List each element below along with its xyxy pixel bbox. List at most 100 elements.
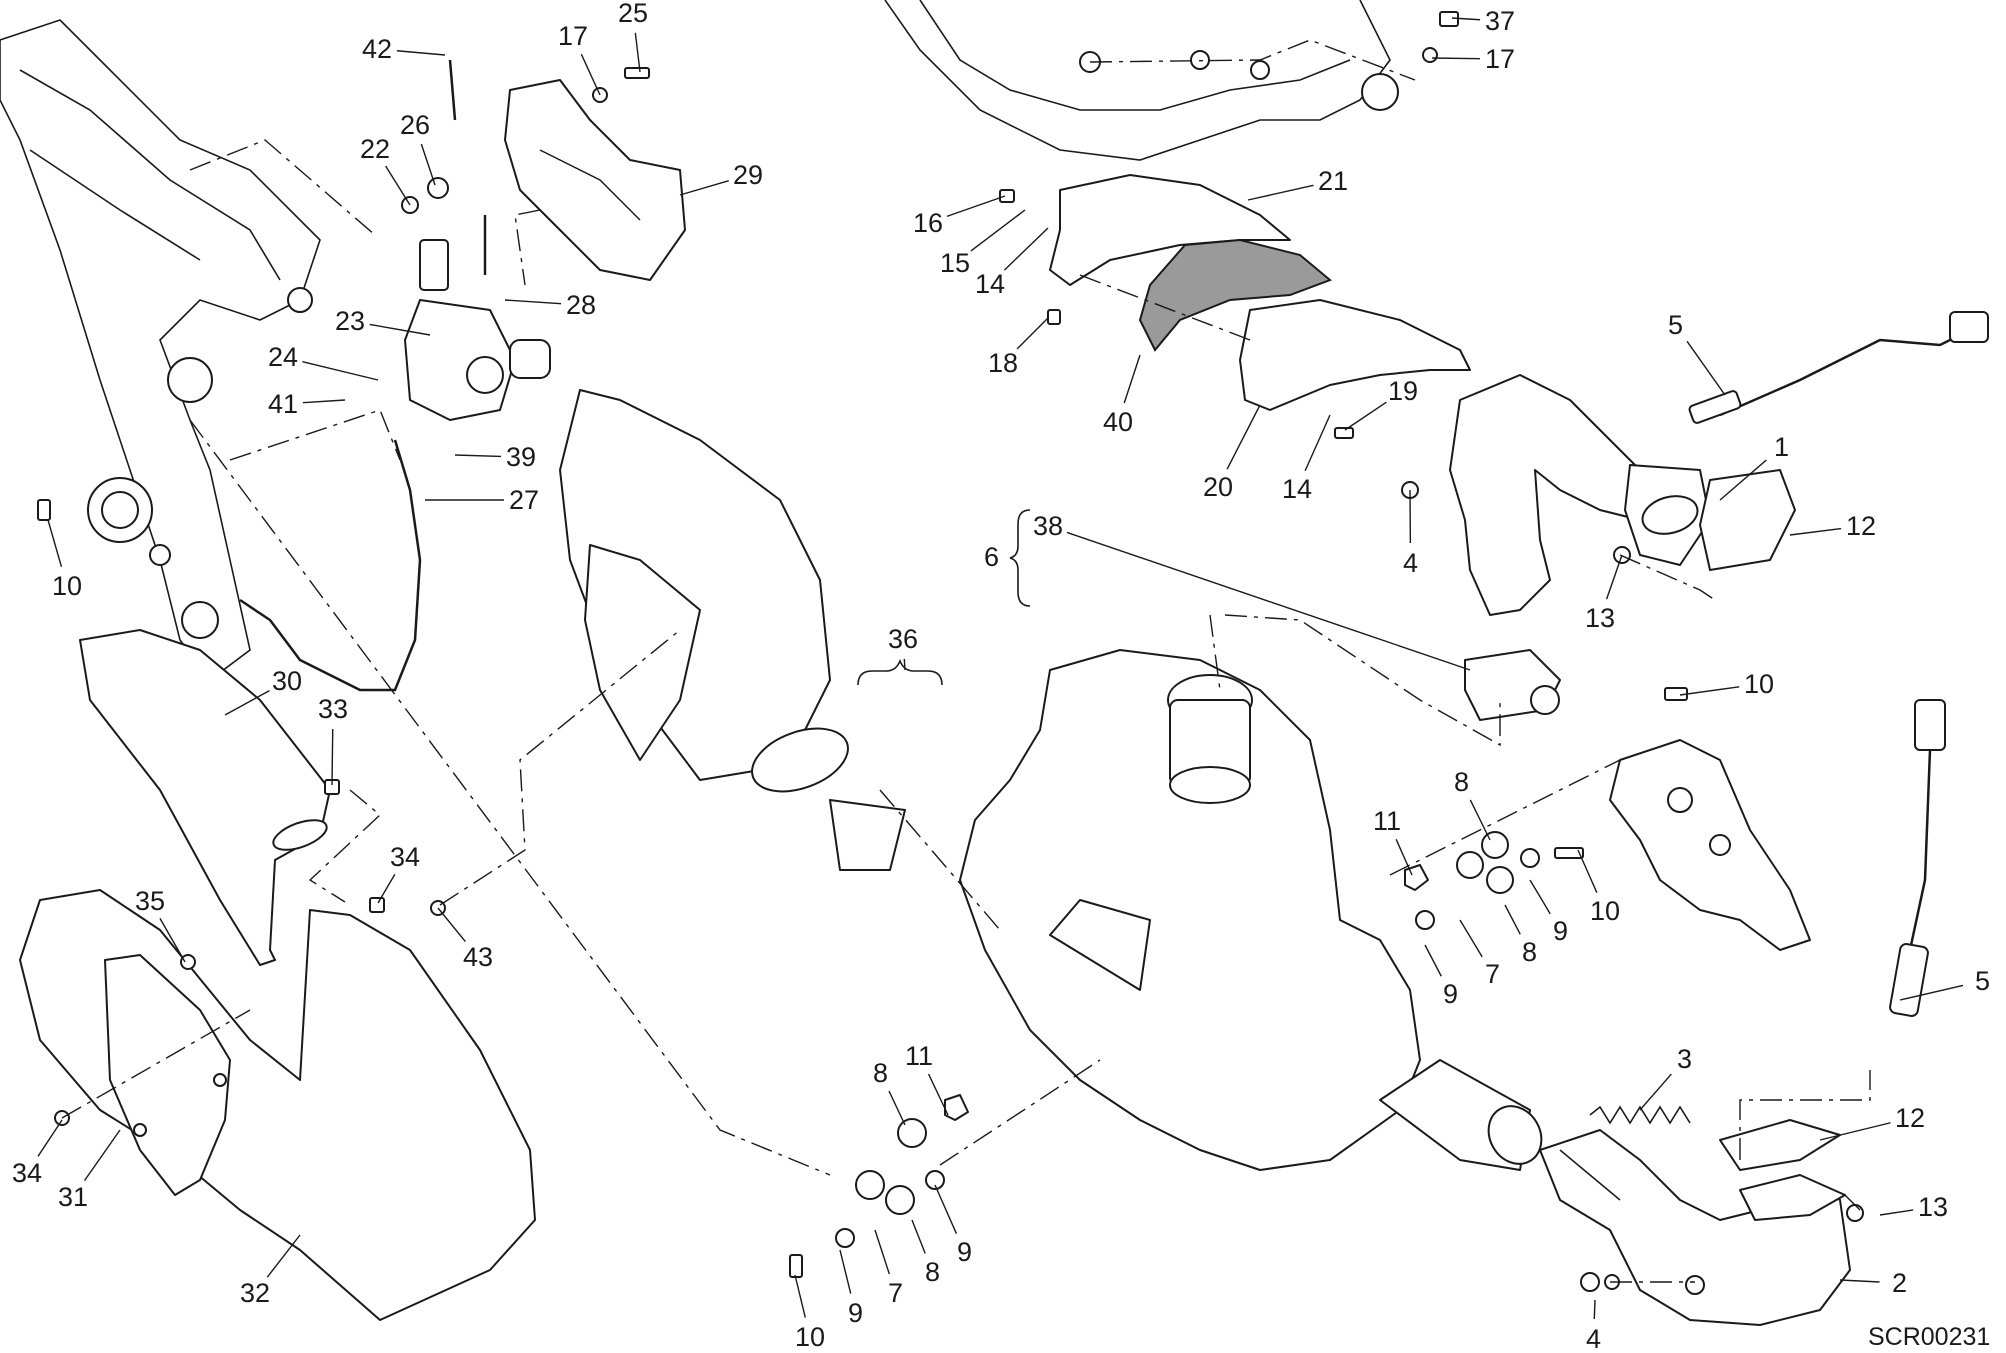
lambda-sensor-5-lower (1889, 699, 1946, 1017)
heat-shield-31 (104, 954, 231, 1196)
leader-line-c32 (266, 1234, 301, 1278)
callout-label-c7a: 7 (1485, 959, 1500, 989)
leader-line-c8c (888, 1090, 906, 1126)
leader-line-c31 (83, 1129, 121, 1182)
leader-line-c19 (1344, 401, 1387, 431)
callout-label-c14a: 14 (975, 269, 1005, 299)
leader-line-c10b (1679, 686, 1740, 696)
callout-label-c8c: 8 (873, 1058, 888, 1088)
leader-line-c1 (1719, 459, 1767, 501)
callout-label-c16: 16 (913, 208, 943, 238)
leader-line-c10d (794, 1274, 806, 1318)
callout-label-c20: 20 (1203, 472, 1233, 502)
heat-shield-29 (504, 79, 686, 281)
leader-line-c16 (946, 195, 1006, 218)
callout-label-c28: 28 (566, 290, 596, 320)
leader-line-c24 (302, 361, 379, 381)
leader-line-c23 (369, 323, 431, 336)
leader-line-c42 (396, 50, 446, 56)
rear-bracket (1609, 739, 1811, 951)
callout-label-c9c: 9 (957, 1237, 972, 1267)
leader-line-c2 (1839, 1279, 1880, 1283)
callout-label-c9a: 9 (1553, 916, 1568, 946)
callout-label-c38: 38 (1033, 511, 1063, 541)
leader-line-c40 (1123, 354, 1141, 404)
leader-line-c33 (331, 728, 334, 786)
callout-label-c43: 43 (463, 942, 493, 972)
heat-shield-30 (79, 629, 331, 966)
callout-label-c13a: 13 (1585, 603, 1615, 633)
callout-label-c24: 24 (268, 342, 298, 372)
callout-label-c42: 42 (362, 34, 392, 64)
callout-label-c15: 15 (940, 248, 970, 278)
leader-line-c14b (1304, 414, 1331, 472)
leader-line-c10a (47, 519, 63, 567)
callout-label-c17a: 17 (558, 21, 588, 51)
callout-label-c6: 6 (984, 542, 999, 572)
leader-line-c43 (437, 907, 466, 942)
leader-line-c13a (1605, 554, 1623, 600)
callout-label-c11b: 11 (905, 1041, 933, 1071)
callout-label-c8a: 8 (1454, 767, 1469, 797)
leader-line-c18 (1016, 317, 1049, 350)
leader-line-c7a (1459, 919, 1483, 958)
fasteners (37, 11, 1864, 1295)
lambda-sensor-5-upper (1688, 311, 1989, 424)
leader-line-c9b (1424, 944, 1442, 977)
callout-label-c8b: 8 (1522, 937, 1537, 967)
callout-label-c27: 27 (509, 485, 539, 515)
leader-line-c29 (679, 179, 730, 196)
callout-label-c10c: 10 (1590, 896, 1620, 926)
callout-label-c32: 32 (240, 1278, 270, 1308)
callout-label-c33: 33 (318, 694, 348, 724)
leader-line-c34b (37, 1119, 63, 1157)
callout-label-c40: 40 (1103, 407, 1133, 437)
callout-label-c22: 22 (360, 134, 390, 164)
callout-label-c36: 36 (888, 624, 918, 654)
silencer-cover (559, 389, 906, 871)
callout-label-c11a: 11 (1373, 806, 1401, 836)
leader-line-c37 (1451, 17, 1481, 21)
leader-line-c7b (874, 1229, 890, 1275)
leader-line-c38 (1066, 531, 1471, 671)
callout-label-c3: 3 (1677, 1044, 1692, 1074)
spring-3 (1589, 1105, 1691, 1125)
leader-line-c5b (1899, 984, 1964, 1001)
callout-label-c37: 37 (1485, 6, 1515, 36)
group-brackets (857, 509, 1031, 686)
callout-label-c35: 35 (135, 886, 165, 916)
callout-label-c26: 26 (400, 110, 430, 140)
leader-line-c35 (159, 917, 186, 963)
callout-label-c41: 41 (268, 389, 298, 419)
callout-label-c18: 18 (988, 348, 1018, 378)
callout-label-c25: 25 (618, 0, 648, 28)
heat-shield-20 (1239, 299, 1471, 411)
callout-leaders (37, 17, 1964, 1320)
callout-label-c5a: 5 (1668, 310, 1683, 340)
leader-line-c5a (1686, 340, 1726, 396)
callout-label-c5b: 5 (1975, 966, 1990, 996)
leader-line-c9d (839, 1249, 852, 1294)
leader-line-c41 (302, 399, 346, 404)
callout-label-c29: 29 (733, 160, 763, 190)
leader-line-c9c (934, 1184, 958, 1234)
leader-line-c21 (1247, 184, 1314, 201)
callout-label-c7b: 7 (888, 1278, 903, 1308)
callout-label-c13b: 13 (1918, 1192, 1948, 1222)
assembly-lines (61, 39, 1871, 1283)
front-pipe-1 (1449, 374, 1796, 616)
leader-line-c30 (224, 690, 270, 716)
leader-line-c13b (1879, 1209, 1914, 1216)
callout-label-c2: 2 (1892, 1268, 1907, 1298)
callout-label-c31: 31 (58, 1182, 88, 1212)
callout-label-c17b: 17 (1485, 44, 1515, 74)
leader-line-c36 (903, 658, 906, 671)
callout-label-c34a: 34 (390, 842, 420, 872)
callout-label-c1: 1 (1774, 432, 1789, 462)
heat-shield-32 (19, 889, 536, 1321)
callout-label-c19: 19 (1388, 376, 1418, 406)
rear-pipe-2 (1539, 1119, 1851, 1326)
leader-line-c17b (1431, 57, 1481, 60)
leader-line-c9a (1529, 879, 1551, 915)
